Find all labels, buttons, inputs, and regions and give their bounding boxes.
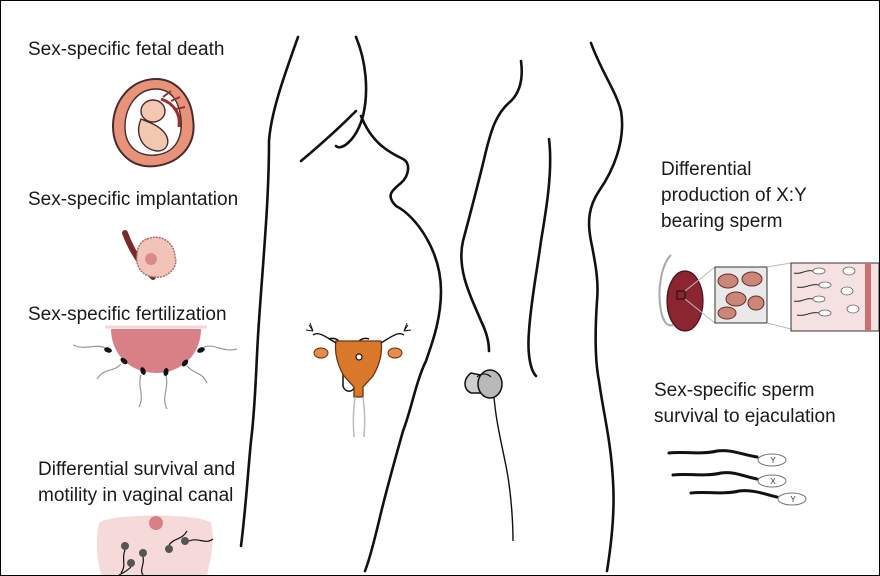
- male-silhouette: [461, 43, 622, 571]
- sperm-label-y-2: Y: [790, 495, 796, 504]
- label-fetal-death: Sex-specific fetal death: [28, 38, 224, 62]
- label-vaginal-line1: Differential survival and: [38, 458, 235, 482]
- testis-detail-icon: [659, 255, 879, 331]
- sperm-label-x: X: [770, 477, 776, 486]
- vaginal-canal-sperm-icon: [97, 516, 213, 576]
- uterus-icon: [306, 323, 411, 437]
- label-implantation: Sex-specific implantation: [28, 188, 238, 212]
- fetus-in-uterus-icon: [113, 79, 194, 166]
- male-genitalia-icon: [465, 370, 513, 541]
- label-fertilization: Sex-specific fertilization: [28, 303, 227, 327]
- label-xy-line1: Differential: [661, 158, 751, 182]
- label-ejac-line2: survival to ejaculation: [654, 405, 836, 429]
- female-silhouette: [241, 37, 441, 571]
- label-xy-line2: production of X:Y: [661, 184, 807, 208]
- ejaculated-sperm-icon: Y X Y: [669, 451, 806, 505]
- egg-with-sperm-icon: [73, 327, 237, 409]
- label-ejac-line1: Sex-specific sperm: [654, 379, 815, 403]
- sperm-label-y-1: Y: [770, 456, 776, 465]
- implantation-icon: [125, 233, 176, 277]
- label-xy-line3: bearing sperm: [661, 210, 782, 234]
- label-vaginal-line2: motility in vaginal canal: [38, 484, 233, 508]
